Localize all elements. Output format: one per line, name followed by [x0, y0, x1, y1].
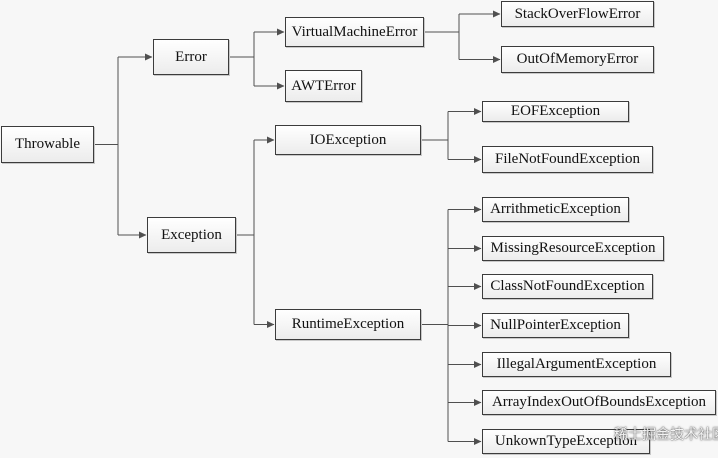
node-io-exception: IOException: [275, 125, 421, 155]
node-unknown-type-exception: UnkownTypeException: [482, 429, 650, 454]
node-eof-exception: EOFException: [482, 101, 629, 122]
node-stack-overflow-error: StackOverFlowError: [501, 1, 654, 27]
node-throwable: Throwable: [1, 126, 94, 163]
node-virtual-machine-error: VirtualMachineError: [285, 17, 424, 47]
node-exception: Exception: [147, 217, 236, 253]
node-illegal-argument-exception: IllegalArgumentException: [482, 352, 671, 377]
node-out-of-memory-error: OutOfMemoryError: [501, 46, 654, 73]
node-runtime-exception: RuntimeException: [275, 309, 421, 340]
node-array-index-out-of-bounds-exception: ArrayIndexOutOfBoundsException: [482, 390, 716, 415]
node-awt-error: AWTError: [285, 70, 362, 102]
node-null-pointer-exception: NullPointerException: [482, 313, 629, 338]
node-missing-resource-exception: MissingResourceException: [482, 236, 664, 261]
node-error: Error: [153, 39, 229, 75]
node-file-not-found-exception: FileNotFoundException: [482, 146, 653, 173]
watermark: 稀土掘金技术社区: [614, 427, 718, 443]
node-class-not-found-exception: ClassNotFoundException: [482, 274, 653, 299]
node-arithmetic-exception: ArrithmeticException: [482, 197, 629, 222]
